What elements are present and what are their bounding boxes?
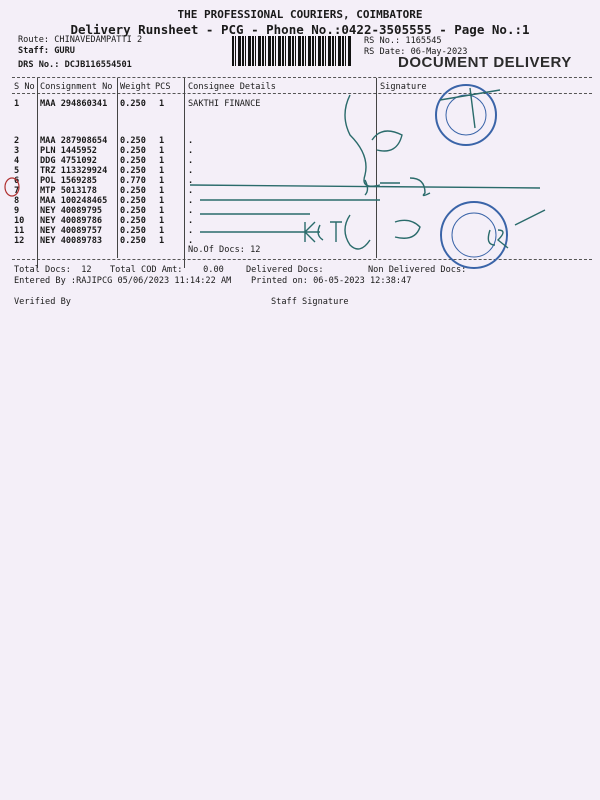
column-line bbox=[37, 78, 38, 268]
cell-pcs: 1 bbox=[159, 166, 165, 176]
cell-consignee: . bbox=[188, 216, 194, 226]
non-delivered-docs: Non Delivered Docs: bbox=[368, 265, 467, 275]
col-consignee: Consignee Details bbox=[188, 82, 276, 92]
total-docs: Total Docs: 12 bbox=[14, 265, 92, 275]
cell-sno: 3 bbox=[14, 146, 20, 156]
cell-pcs: 1 bbox=[159, 99, 165, 109]
column-line bbox=[184, 78, 185, 268]
cell-sno: 9 bbox=[14, 206, 20, 216]
cell-consignment: NEY 40089795 bbox=[40, 206, 103, 216]
rs-date: RS Date: 06-May-2023 bbox=[364, 47, 468, 57]
cell-consignee: . bbox=[188, 136, 194, 146]
divider bbox=[12, 93, 592, 94]
total-cod: Total COD Amt: 0.00 bbox=[110, 265, 224, 275]
cell-consignee: . bbox=[188, 186, 194, 196]
cell-consignee: . bbox=[188, 196, 194, 206]
verified-by: Verified By bbox=[14, 297, 71, 307]
col-sno: S No bbox=[14, 82, 35, 92]
college-stamp bbox=[440, 201, 508, 269]
cell-consignment: MAA 100248465 bbox=[40, 196, 108, 206]
cell-consignment: MAA 294860341 bbox=[40, 99, 108, 109]
cell-sno: 4 bbox=[14, 156, 20, 166]
cell-weight: 0.250 bbox=[120, 156, 146, 166]
cell-weight: 0.250 bbox=[120, 146, 146, 156]
cell-pcs: 1 bbox=[159, 146, 165, 156]
barcode bbox=[232, 36, 352, 66]
staff: Staff: GURU bbox=[18, 46, 75, 56]
cell-pcs: 1 bbox=[159, 206, 165, 216]
cell-weight: 0.250 bbox=[120, 166, 146, 176]
cell-pcs: 1 bbox=[159, 236, 165, 246]
company-title: THE PROFESSIONAL COURIERS, COIMBATORE bbox=[177, 8, 423, 21]
cell-sno: 12 bbox=[14, 236, 25, 246]
cell-consignee: . bbox=[188, 206, 194, 216]
cell-consignment: DDG 4751092 bbox=[40, 156, 97, 166]
cell-consignee: . bbox=[188, 156, 194, 166]
cell-consignment: PLN 1445952 bbox=[40, 146, 97, 156]
staff-signature: Staff Signature bbox=[271, 297, 349, 307]
cell-pcs: 1 bbox=[159, 216, 165, 226]
cell-weight: 0.250 bbox=[120, 216, 146, 226]
cell-consignee: . bbox=[188, 226, 194, 236]
route: Route: CHINAVEDAMPATTI 2 bbox=[18, 35, 143, 45]
rs-number: RS No.: 1165545 bbox=[364, 36, 442, 46]
cell-consignment: NEY 40089783 bbox=[40, 236, 103, 246]
no-of-docs: No.Of Docs: 12 bbox=[188, 245, 261, 255]
cell-pcs: 1 bbox=[159, 226, 165, 236]
cell-sno: 5 bbox=[14, 166, 20, 176]
circle-mark bbox=[4, 177, 20, 197]
column-line bbox=[117, 78, 118, 258]
cell-sno: 8 bbox=[14, 196, 20, 206]
col-signature: Signature bbox=[380, 82, 427, 92]
cell-weight: 0.250 bbox=[120, 186, 146, 196]
cell-consignment: NEY 40089757 bbox=[40, 226, 103, 236]
cell-weight: 0.250 bbox=[120, 99, 146, 109]
cell-consignee: . bbox=[188, 146, 194, 156]
divider bbox=[12, 77, 592, 78]
cell-weight: 0.250 bbox=[120, 136, 146, 146]
col-pcs: PCS bbox=[155, 82, 171, 92]
cell-consignment: TRZ 113329924 bbox=[40, 166, 108, 176]
entered-by: Entered By :RAJIPCG 05/06/2023 11:14:22 … bbox=[14, 276, 232, 286]
cell-consignee: . bbox=[188, 236, 194, 246]
cell-consignee: . bbox=[188, 176, 194, 186]
cell-sno: 11 bbox=[14, 226, 25, 236]
cell-consignee: SAKTHI FINANCE bbox=[188, 99, 261, 109]
cell-weight: 0.770 bbox=[120, 176, 146, 186]
printed-on: Printed on: 06-05-2023 12:38:47 bbox=[251, 276, 412, 286]
cell-pcs: 1 bbox=[159, 196, 165, 206]
cell-consignment: MAA 287908654 bbox=[40, 136, 108, 146]
cell-weight: 0.250 bbox=[120, 226, 146, 236]
delivered-docs: Delivered Docs: bbox=[246, 265, 324, 275]
cell-consignee: . bbox=[188, 166, 194, 176]
cell-sno: 7 bbox=[14, 186, 20, 196]
cell-consignment: MTP 5013178 bbox=[40, 186, 97, 196]
cell-pcs: 1 bbox=[159, 156, 165, 166]
drs-number: DRS No.: DCJB116554501 bbox=[18, 60, 132, 70]
document-delivery-stamp: DOCUMENT DELIVERY bbox=[398, 54, 572, 71]
col-consignment: Consignment No bbox=[40, 82, 113, 92]
column-line bbox=[376, 78, 377, 258]
cell-pcs: 1 bbox=[159, 136, 165, 146]
runsheet-subtitle: Delivery Runsheet - PCG - Phone No.:0422… bbox=[70, 22, 530, 37]
cell-consignment: POL 1569285 bbox=[40, 176, 97, 186]
col-weight: Weight bbox=[120, 82, 152, 92]
cell-weight: 0.250 bbox=[120, 196, 146, 206]
pen-signatures bbox=[189, 87, 546, 250]
cell-sno: 2 bbox=[14, 136, 20, 146]
cell-pcs: 1 bbox=[159, 176, 165, 186]
cell-weight: 0.250 bbox=[120, 236, 146, 246]
cell-pcs: 1 bbox=[159, 186, 165, 196]
cell-weight: 0.250 bbox=[120, 206, 146, 216]
divider bbox=[12, 259, 592, 260]
finance-stamp bbox=[435, 84, 497, 146]
cell-sno: 1 bbox=[14, 99, 20, 109]
cell-consignment: NEY 40089786 bbox=[40, 216, 103, 226]
cell-sno: 10 bbox=[14, 216, 25, 226]
